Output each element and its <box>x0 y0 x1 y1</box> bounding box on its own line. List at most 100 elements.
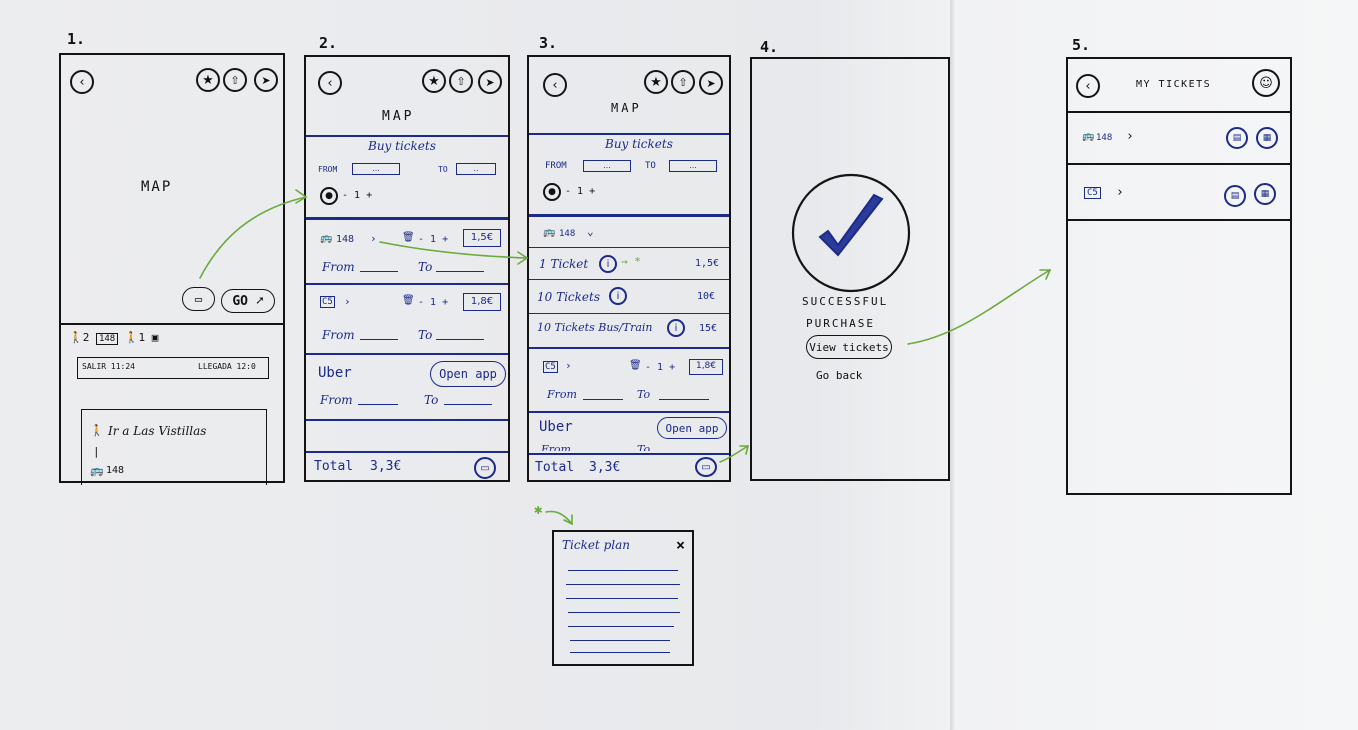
view-tickets-button[interactable]: View tickets <box>806 335 892 359</box>
divider <box>306 419 508 421</box>
from-underline <box>360 271 398 272</box>
go-button[interactable]: GO ➚ <box>221 289 275 313</box>
c5-qty-stepper[interactable]: - 1 + <box>645 362 676 373</box>
walk-icon: 🚶 <box>69 331 83 344</box>
ticket-icon[interactable]: ▤ <box>1226 127 1248 149</box>
to-field[interactable]: .. <box>456 163 496 175</box>
map-label: MAP <box>382 109 415 124</box>
back-icon[interactable]: ‹ <box>1076 74 1100 98</box>
chevron-right-icon[interactable]: › <box>344 295 351 308</box>
option-label[interactable]: 10 Tickets <box>537 290 600 304</box>
map-label: MAP <box>141 179 173 195</box>
star-icon[interactable]: ★ <box>196 68 220 92</box>
info-icon[interactable]: i <box>599 255 617 273</box>
option-label[interactable]: 10 Tickets Bus/Train <box>537 321 653 334</box>
from-label: FROM <box>545 161 567 171</box>
trash-icon[interactable]: 🗑 <box>402 232 415 243</box>
chevron-right-icon: › <box>1126 129 1134 144</box>
uber-from: From <box>541 443 571 451</box>
back-icon[interactable]: ‹ <box>318 71 342 95</box>
ticket-line: C5 <box>1084 187 1101 199</box>
bus-icon: 🚌 <box>320 233 333 244</box>
ticket-icon[interactable]: ▭ <box>474 457 496 479</box>
walk-count: 1 <box>138 331 146 344</box>
line-badge: 148 <box>95 333 119 345</box>
chevron-right-icon[interactable]: › <box>370 232 377 245</box>
total-value: 3,3€ <box>370 459 402 474</box>
option-label[interactable]: 1 Ticket <box>539 257 589 271</box>
info-icon[interactable]: i <box>667 319 685 337</box>
success-line-2: PURCHASE <box>806 317 875 330</box>
qr-icon[interactable]: ▦ <box>1254 183 1276 205</box>
placeholder-line <box>568 626 674 627</box>
option-price: 1,5€ <box>695 258 720 269</box>
schedule-box: SALIR 11:24 LLEGADA 12:0 <box>77 357 269 379</box>
divider <box>306 283 508 285</box>
divider <box>1068 163 1290 165</box>
to-field[interactable]: ... <box>669 160 717 172</box>
ticket-icon[interactable]: ▭ <box>182 287 215 311</box>
from-field[interactable]: ... <box>583 160 631 172</box>
go-back-link[interactable]: Go back <box>816 369 863 382</box>
placeholder-line <box>566 584 680 585</box>
navigate-icon[interactable]: ➤ <box>699 71 723 95</box>
ticket-row[interactable]: 🚌 148 › ▤ ▦ <box>1068 113 1290 161</box>
star-icon[interactable]: ★ <box>644 70 668 94</box>
uber-label: Uber <box>318 365 352 381</box>
c5-qty-stepper[interactable]: - 1 + <box>418 297 449 308</box>
flow-arrow <box>563 514 573 526</box>
from-underline <box>583 399 623 400</box>
route-connector: | <box>93 445 100 458</box>
placeholder-line <box>568 570 678 571</box>
total-label: Total <box>314 459 354 474</box>
ticket-icon[interactable]: ▤ <box>1224 185 1246 207</box>
navigate-icon[interactable]: ➤ <box>254 68 278 92</box>
flow-arrow <box>739 445 750 455</box>
chevron-down-icon[interactable]: ⌄ <box>587 225 594 238</box>
c5-to: To <box>637 388 651 401</box>
c5-badge: C5 <box>320 296 335 308</box>
from-label: FROM <box>318 165 338 174</box>
depart-time: SALIR 11:24 <box>82 362 135 371</box>
flow-arrow <box>517 251 529 265</box>
avatar-icon[interactable]: ☺ <box>1252 69 1280 97</box>
qr-icon[interactable]: ▦ <box>1256 127 1278 149</box>
info-icon[interactable]: i <box>609 287 627 305</box>
trash-icon[interactable]: 🗑 <box>402 295 415 306</box>
ticket-row[interactable]: C5 › ▤ ▦ <box>1068 167 1290 217</box>
route-card[interactable]: 🚶 Ir a Las Vistillas | 🚌 148 <box>81 409 267 485</box>
open-app-button[interactable]: Open app <box>430 361 506 387</box>
paper-edge <box>950 0 956 730</box>
share-icon[interactable]: ⇧ <box>449 69 473 93</box>
placeholder-line <box>570 652 670 653</box>
uber-label: Uber <box>539 419 573 435</box>
close-icon[interactable]: × <box>676 536 686 554</box>
from-field[interactable]: ... <box>352 163 400 175</box>
divider <box>529 133 729 135</box>
ticket-icon[interactable]: ▭ <box>695 457 717 477</box>
divider <box>306 135 508 137</box>
divider <box>529 214 729 217</box>
open-app-button[interactable]: Open app <box>657 417 727 439</box>
chevron-right-icon[interactable]: › <box>565 359 572 372</box>
passenger-stepper[interactable]: - 1 + <box>342 190 373 201</box>
uber-from: From <box>320 393 353 407</box>
divider <box>529 279 729 280</box>
star-icon[interactable]: ★ <box>422 69 446 93</box>
from-underline <box>358 404 398 405</box>
trash-icon[interactable]: 🗑 <box>629 360 642 371</box>
passenger-stepper[interactable]: - 1 + <box>565 186 596 197</box>
share-icon[interactable]: ⇧ <box>223 68 247 92</box>
to-underline <box>659 399 709 400</box>
divider <box>306 217 508 220</box>
c5-price: 1,8€ <box>689 359 723 375</box>
bus-qty-stepper[interactable]: - 1 + <box>418 234 449 245</box>
back-icon[interactable]: ‹ <box>70 70 94 94</box>
share-icon[interactable]: ⇧ <box>671 70 695 94</box>
to-label: TO <box>645 161 656 171</box>
chevron-right-icon: › <box>1116 185 1124 200</box>
back-icon[interactable]: ‹ <box>543 73 567 97</box>
navigate-icon[interactable]: ➤ <box>478 70 502 94</box>
step-number: 4. <box>760 38 779 56</box>
divider <box>529 247 729 248</box>
